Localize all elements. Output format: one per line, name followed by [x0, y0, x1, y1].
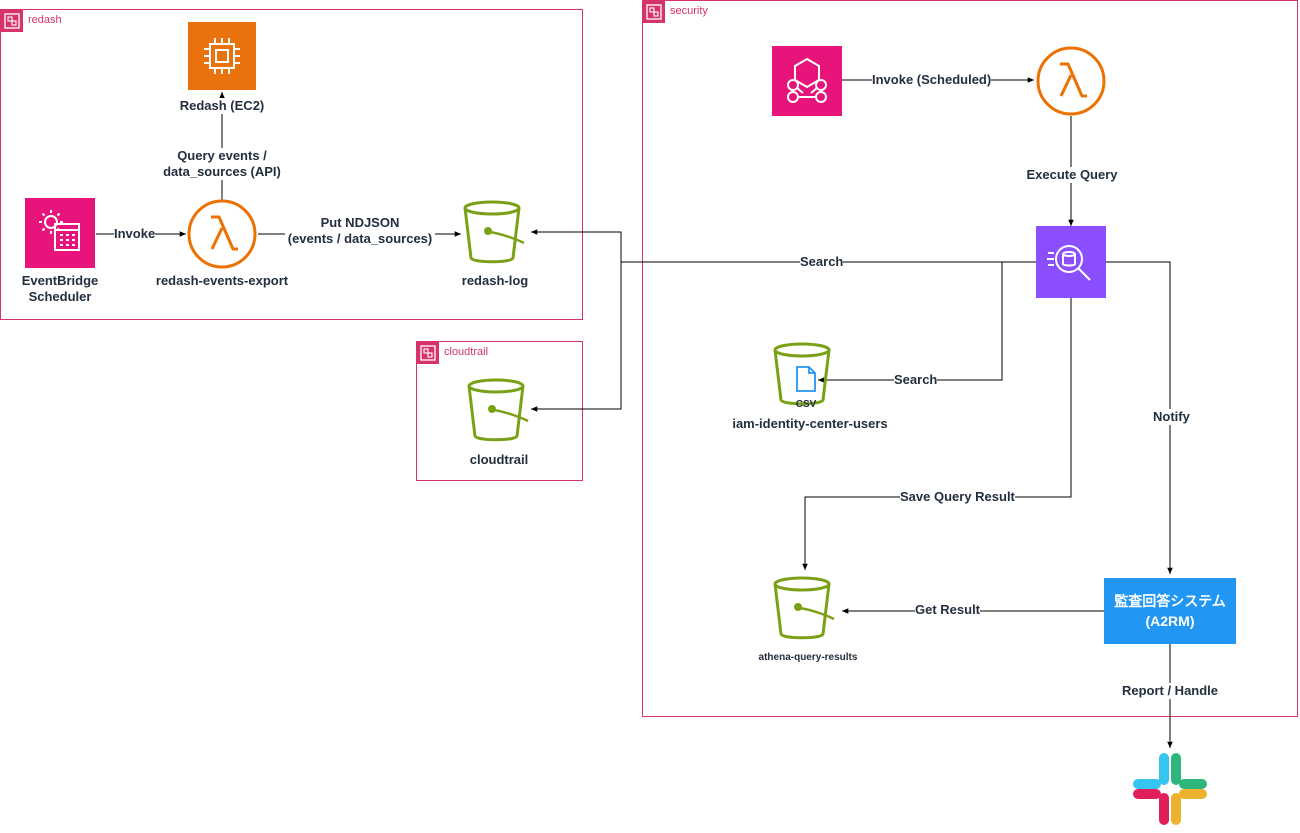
- edge-label-query-events-2: data_sources (API): [156, 164, 288, 180]
- csv-label: CSV: [795, 399, 817, 410]
- a2rm-system-box: 監査回答システム (A2RM): [1104, 578, 1236, 644]
- ec2-icon: [188, 22, 256, 90]
- group-cloudtrail: cloudtrail: [416, 341, 583, 481]
- iam-users-bucket-label: iam-identity-center-users: [732, 416, 888, 431]
- edge-label-search-main: Search: [800, 254, 844, 270]
- edge-search-main: [531, 229, 1036, 263]
- group-label: cloudtrail: [444, 346, 489, 358]
- edge-label-put-ndjson-1: Put NDJSON: [310, 215, 410, 231]
- a2rm-label-line2: (A2RM): [1145, 613, 1195, 629]
- export-lambda-label: redash-events-export: [155, 273, 289, 288]
- edge-label-put-ndjson-2: (events / data_sources): [285, 231, 435, 247]
- s3-bucket-icon: [460, 199, 530, 269]
- aws-account-icon: [1, 10, 23, 32]
- redash-log-label: redash-log: [461, 273, 529, 288]
- edge-label-save-query-result: Save Query Result: [900, 489, 1015, 505]
- csv-file-icon: [795, 365, 817, 393]
- athena-icon: [1036, 226, 1106, 298]
- edge-label-search-iam: Search: [894, 372, 938, 388]
- edge-label-execute-query: Execute Query: [1024, 167, 1120, 183]
- group-redash: redash: [0, 9, 583, 320]
- aws-account-icon: [643, 1, 665, 23]
- s3-bucket-icon: [464, 377, 534, 447]
- cloudtrail-bucket-label: cloudtrail: [469, 452, 529, 467]
- edge-label-notify: Notify: [1153, 409, 1190, 425]
- edge-label-query-events-1: Query events /: [162, 148, 282, 164]
- s3-bucket-icon: [770, 575, 842, 647]
- edge-label-report-handle: Report / Handle: [1120, 683, 1220, 699]
- lambda-icon: [1035, 45, 1107, 117]
- eventbridge-icon: [772, 46, 842, 116]
- scheduler-label-line1: EventBridge: [21, 273, 99, 288]
- edge-label-get-result: Get Result: [915, 602, 981, 618]
- group-security: security: [642, 0, 1298, 717]
- lambda-icon: [186, 198, 258, 270]
- edge-label-invoke: Invoke: [114, 226, 156, 242]
- aws-account-icon: [417, 342, 439, 364]
- edge-search-cloudtrail: [531, 262, 622, 412]
- edge-label-invoke-scheduled: Invoke (Scheduled): [872, 72, 992, 88]
- group-label: redash: [28, 14, 62, 26]
- edge-notify: [1106, 261, 1173, 574]
- redash-ec2-label: Redash (EC2): [160, 98, 284, 114]
- edge-search-iam: [818, 262, 1003, 383]
- a2rm-label-line1: 監査回答システム: [1114, 593, 1226, 609]
- s3-bucket-icon: [770, 341, 840, 413]
- group-label: security: [670, 5, 708, 17]
- athena-results-label: athena-query-results: [758, 652, 858, 663]
- eventbridge-scheduler-icon: [25, 198, 95, 268]
- scheduler-label-line2: Scheduler: [28, 289, 92, 304]
- edge-save-query-result: [802, 298, 1072, 570]
- slack-icon: [1130, 750, 1210, 828]
